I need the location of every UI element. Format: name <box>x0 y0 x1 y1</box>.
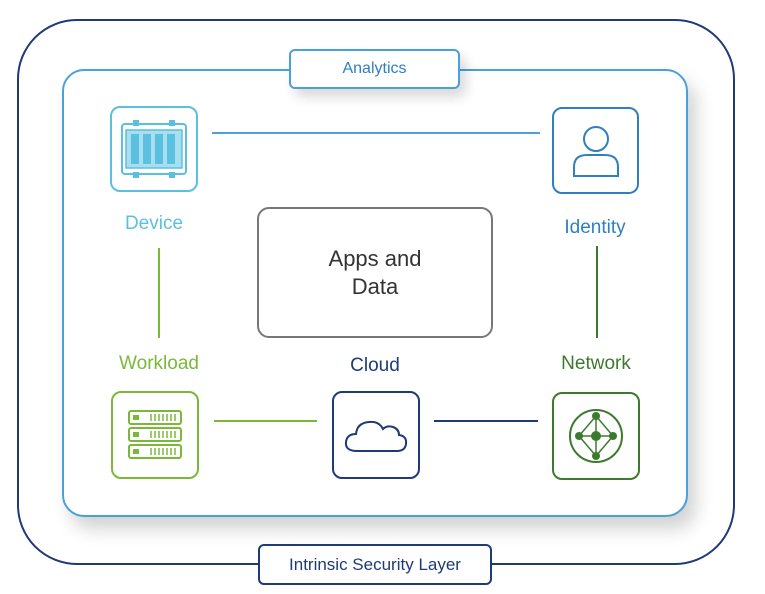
apps-and-data-line2: Data <box>351 273 399 299</box>
identity-label: Identity <box>564 217 626 238</box>
device-label: Device <box>124 213 184 234</box>
apps-and-data-box: Apps and Data <box>257 207 493 338</box>
analytics-label: Analytics <box>289 49 460 89</box>
cloud-icon <box>344 420 408 452</box>
network-label: Network <box>561 353 631 374</box>
cloud-label: Cloud <box>350 355 400 376</box>
intrinsic-security-layer-label: Intrinsic Security Layer <box>258 544 492 585</box>
user-icon <box>572 125 619 177</box>
workload-node <box>111 391 199 479</box>
device-icon <box>121 120 187 178</box>
device-node <box>110 106 198 192</box>
workload-label: Workload <box>119 353 199 374</box>
server-icon <box>128 410 182 459</box>
network-icon <box>569 409 623 463</box>
identity-node <box>552 107 639 194</box>
network-node <box>552 392 640 480</box>
apps-and-data-line1: Apps and <box>328 245 422 271</box>
cloud-node <box>332 391 420 479</box>
